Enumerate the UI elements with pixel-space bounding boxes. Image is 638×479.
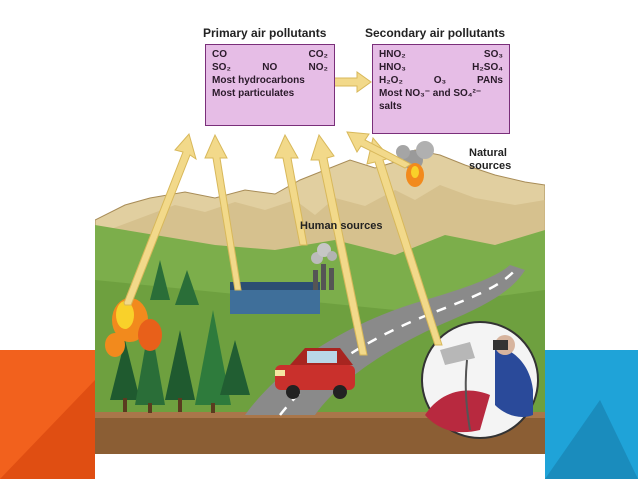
pollutant-hno2: HNO₂ <box>379 49 406 60</box>
pollutant-so2: SO₂ <box>212 62 231 73</box>
pollutant-co2: CO₂ <box>308 49 328 60</box>
forest-fire <box>105 298 162 357</box>
arrow-primary-to-secondary <box>332 71 372 93</box>
primary-row-1: CO CO₂ <box>212 48 328 61</box>
human-sources-label: Human sources <box>300 220 383 232</box>
painter-inset <box>421 321 539 439</box>
secondary-row-1: HNO₂ SO₃ <box>379 48 503 61</box>
forest <box>110 260 250 413</box>
emission-arrows <box>123 71 443 356</box>
pollutant-pans: PANs <box>477 75 503 86</box>
pollutant-so3: SO₃ <box>483 49 503 60</box>
primary-row-2: SO₂ NO NO₂ <box>212 61 328 74</box>
natural-sources-line-1: Natural <box>469 147 507 159</box>
arrow-natural-to-secondary <box>346 131 412 169</box>
pollutant-no2: NO₂ <box>308 62 328 73</box>
factory <box>230 243 337 314</box>
natural-sources-label: Natural sources <box>469 147 511 173</box>
arrow-car-to-primary <box>310 133 368 356</box>
primary-pollutants-box: CO CO₂ SO₂ NO NO₂ Most hydrocarbons Most… <box>205 44 335 126</box>
arrow-human-to-primary <box>274 133 308 246</box>
arrow-painter-to-primary <box>366 136 443 346</box>
pollutant-particulates: Most particulates <box>212 88 295 99</box>
pollutant-h2o2: H₂O₂ <box>379 75 403 86</box>
pollutant-hydrocarbons: Most hydrocarbons <box>212 75 305 86</box>
pollutant-o3: O₃ <box>433 75 447 86</box>
pollutant-nitrate-sulfate: Most NO₃⁻ and SO₄²⁻ <box>379 88 482 99</box>
natural-sources-line-2: sources <box>469 160 512 172</box>
car <box>275 348 355 399</box>
secondary-pollutants-title: Secondary air pollutants <box>365 26 506 40</box>
pollutant-no: NO <box>262 62 278 73</box>
pollutant-h2so4: H₂SO₄ <box>472 62 503 73</box>
pollution-diagram: Primary air pollutants Secondary air pol… <box>95 20 545 454</box>
landscape-illustration <box>95 20 545 454</box>
secondary-pollutants-box: HNO₂ SO₃ HNO₃ H₂SO₄ H₂O₂ O₃ PANs Most NO… <box>372 44 510 134</box>
pollutant-hno3: HNO₃ <box>379 62 406 73</box>
arrow-factory-to-primary <box>204 133 242 291</box>
secondary-row-3: H₂O₂ O₃ PANs <box>379 74 503 87</box>
pollutant-salts: salts <box>379 101 402 112</box>
secondary-row-2: HNO₃ H₂SO₄ <box>379 61 503 74</box>
primary-pollutants-title: Primary air pollutants <box>203 26 327 40</box>
arrow-fire-to-primary <box>123 132 197 306</box>
pollutant-co: CO <box>212 49 227 60</box>
